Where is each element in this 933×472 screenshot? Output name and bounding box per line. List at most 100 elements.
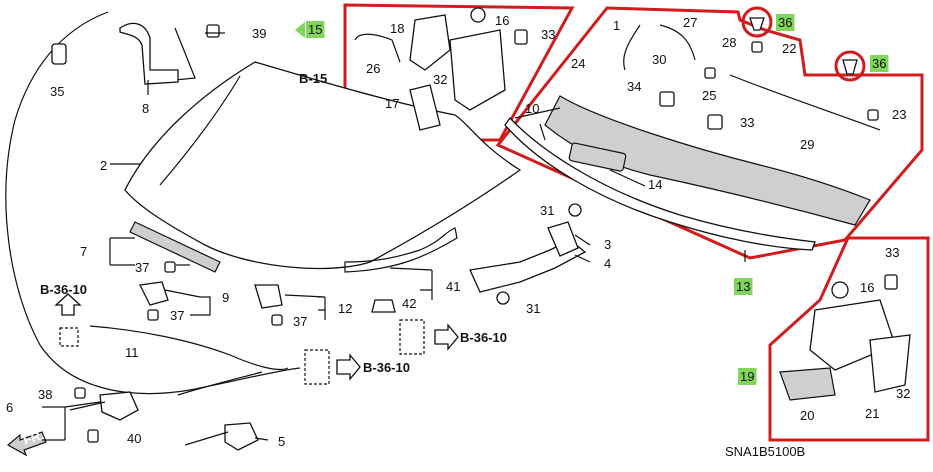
- clip-23-icon: [867, 109, 879, 121]
- front-direction-arrow-icon: [6, 431, 47, 457]
- washer-hose-30: [623, 24, 641, 71]
- part-18: 18: [390, 21, 404, 36]
- part-27: 27: [683, 15, 697, 30]
- part-35: 35: [50, 84, 64, 99]
- clip-34-icon: [659, 91, 675, 107]
- part-37b: 37: [170, 308, 184, 323]
- highlight-box-19: [768, 236, 930, 442]
- part-36b-highlight: [870, 55, 889, 72]
- part-2: 2: [100, 158, 107, 173]
- bracket-17: [409, 84, 441, 131]
- clip-33a-icon: [514, 29, 528, 45]
- part-37c: 37: [293, 314, 307, 329]
- part-9: 9: [222, 290, 229, 305]
- part-26: 26: [366, 61, 380, 76]
- release-cable-rear: [177, 371, 263, 396]
- part-15: 15: [308, 22, 322, 37]
- part-36a-highlight: [776, 14, 795, 31]
- grommet-16a-icon: [470, 7, 486, 23]
- part-31a: 31: [540, 203, 554, 218]
- part-41: 41: [446, 279, 460, 294]
- cover-20: [779, 367, 836, 401]
- part-16a: 16: [495, 13, 509, 28]
- highlight-circle-36b: [834, 50, 866, 82]
- diagram-code: SNA1B5100B: [725, 444, 805, 459]
- part-37a: 37: [135, 260, 149, 275]
- arrow-center-ref-icon: [336, 353, 361, 381]
- part-1: 1: [613, 18, 620, 33]
- part-14: 14: [648, 177, 662, 192]
- part-12: 12: [338, 301, 352, 316]
- clip-22-icon: [751, 41, 763, 53]
- part-40: 40: [127, 431, 141, 446]
- part-16b: 16: [860, 280, 874, 295]
- ref-b3610-center: B-36-10: [363, 360, 410, 375]
- part-10: 10: [525, 101, 539, 116]
- part-13-highlight: [734, 278, 753, 295]
- part-5: 5: [278, 434, 285, 449]
- front-direction-label: FR.: [21, 427, 46, 448]
- part-39: 39: [252, 26, 266, 41]
- clip-42-icon: [371, 299, 396, 313]
- part-33a: 33: [541, 27, 555, 42]
- part-36b: 36: [872, 56, 886, 71]
- hood-latch: [99, 391, 139, 421]
- hose-26: [354, 33, 401, 63]
- part-19-highlight: [738, 368, 757, 385]
- part-42: 42: [402, 296, 416, 311]
- part-23: 23: [892, 107, 906, 122]
- harness-8: [119, 22, 179, 85]
- leader-lines: [42, 32, 746, 441]
- ref-box-center: [304, 349, 330, 385]
- part-24: 24: [571, 56, 585, 71]
- hood-lock: [224, 422, 259, 451]
- arrow-15-marker-icon: [295, 22, 305, 38]
- part-11: 11: [125, 345, 139, 360]
- part-7: 7: [80, 244, 87, 259]
- part-29: 29: [800, 137, 814, 152]
- part-33c: 33: [885, 245, 899, 260]
- bracket-12: [254, 284, 283, 309]
- part-34: 34: [627, 79, 641, 94]
- clip-25-icon: [704, 67, 716, 79]
- ref-box-right: [399, 319, 425, 355]
- clip-33b-icon: [707, 114, 723, 130]
- latch-rod: [69, 401, 106, 411]
- clip-35-icon: [51, 43, 67, 65]
- part-labels: 1 2 3 4 5 6 7 8 9 10 11 12 13 14 15 16 1…: [6, 13, 910, 449]
- part-20: 20: [800, 408, 814, 423]
- ref-b15: B-15: [299, 71, 327, 86]
- clip-36b-icon: [842, 59, 858, 75]
- part-32a: 32: [433, 72, 447, 87]
- bolt-31-top-icon: [568, 203, 582, 217]
- hinge-bracket: [547, 221, 579, 257]
- washer-hose-27: [659, 24, 696, 61]
- part-4: 4: [604, 256, 611, 271]
- clip-39-icon: [206, 24, 220, 38]
- part-3: 3: [604, 237, 611, 252]
- cowl-top-assembly: [504, 95, 871, 251]
- clip-37c-icon: [271, 314, 283, 326]
- part-33b: 33: [740, 115, 754, 130]
- clip-38-icon: [74, 387, 86, 399]
- part-6: 6: [6, 400, 13, 415]
- bolt-31-bottom-icon: [496, 291, 510, 305]
- part-22: 22: [782, 41, 796, 56]
- part-17: 17: [385, 96, 399, 111]
- grommet-16b-icon: [831, 281, 849, 299]
- part-13: 13: [736, 279, 750, 294]
- part-28: 28: [722, 35, 736, 50]
- arrow-right-ref-icon: [434, 323, 459, 351]
- part-31b: 31: [526, 301, 540, 316]
- bracket-18: [409, 14, 451, 71]
- part-19: 19: [740, 369, 754, 384]
- highlight-box-13: [495, 6, 924, 260]
- arrow-up-ref-icon: [54, 293, 82, 316]
- ref-b3610-right: B-36-10: [460, 330, 507, 345]
- part-38: 38: [38, 387, 52, 402]
- part-36a: 36: [778, 15, 792, 30]
- clip-37a-icon: [164, 261, 176, 273]
- hood-support-line: [174, 27, 196, 81]
- clip-37b-icon: [147, 309, 159, 321]
